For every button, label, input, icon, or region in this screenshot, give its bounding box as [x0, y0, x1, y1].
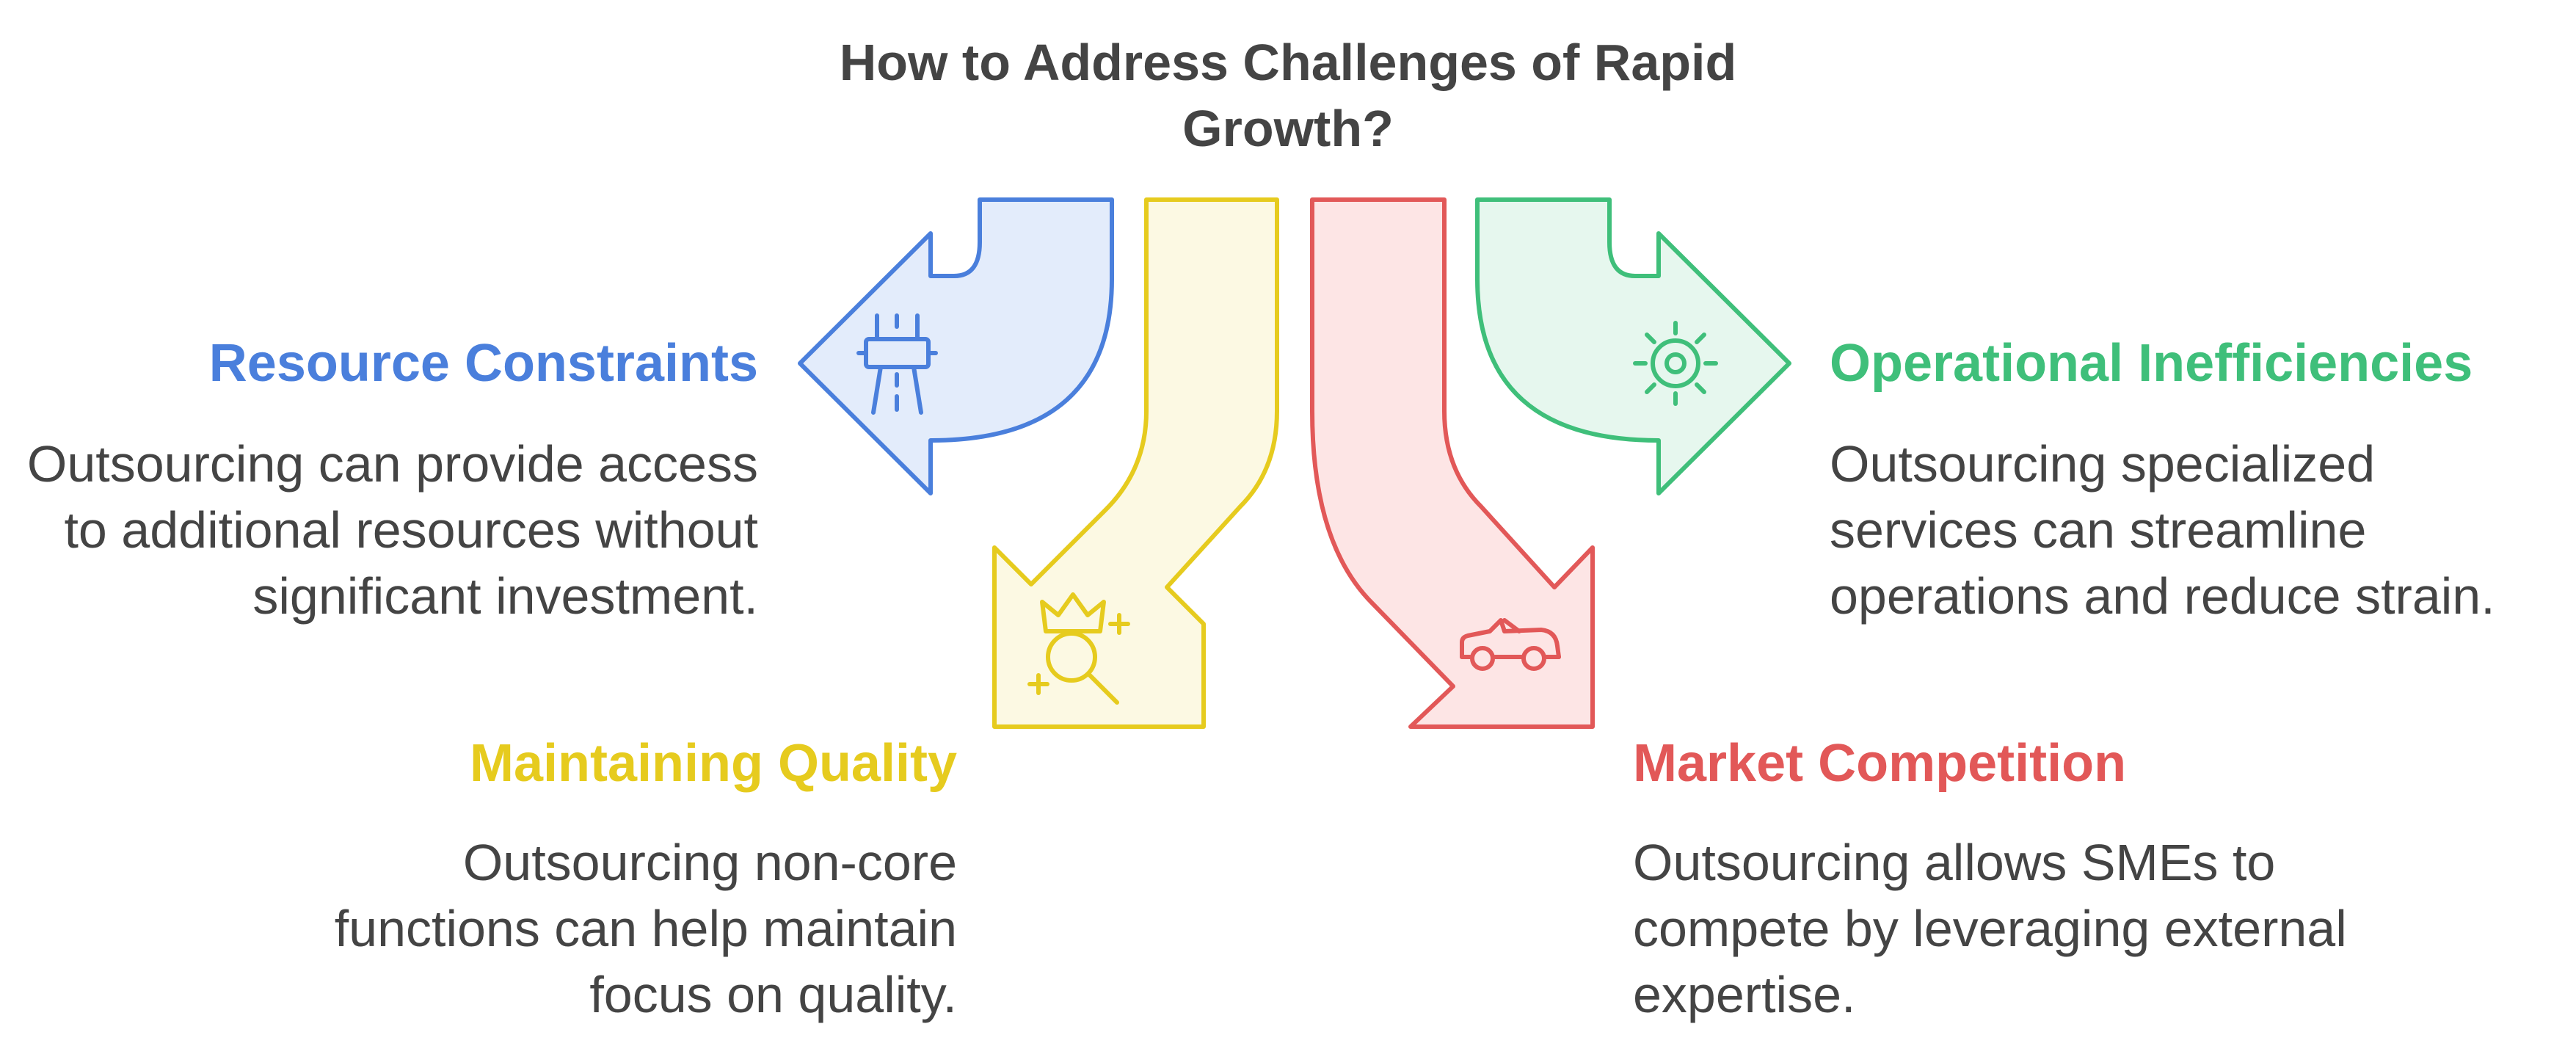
maintaining-quality-arrow [992, 197, 1279, 729]
operational-inefficiencies-arrow [1475, 197, 1791, 495]
maintaining-quality-heading: Maintaining Quality [469, 734, 957, 793]
market-competition-description: Outsourcing allows SMEs to compete by le… [1633, 834, 2347, 1023]
operational-inefficiencies-heading: Operational Inefficiencies [1830, 334, 2473, 393]
resource-constraints-arrow [798, 197, 1114, 495]
resource-constraints-heading: Resource Constraints [208, 334, 758, 393]
highway-icon [856, 313, 938, 415]
crown-magnifier-icon [1027, 592, 1130, 705]
gear-sun-icon [1633, 321, 1718, 406]
page-title: How to Address Challenges of Rapid Growt… [839, 34, 1737, 157]
market-competition-heading: Market Competition [1633, 734, 2127, 793]
operational-inefficiencies-description: Outsourcing specialized services can str… [1830, 435, 2495, 625]
resource-constraints-description: Outsourcing can provide access to additi… [26, 435, 758, 625]
market-competition-arrow [1310, 197, 1595, 729]
maintaining-quality-description: Outsourcing non-core functions can help … [334, 834, 957, 1023]
convertible-car-icon [1460, 618, 1561, 671]
